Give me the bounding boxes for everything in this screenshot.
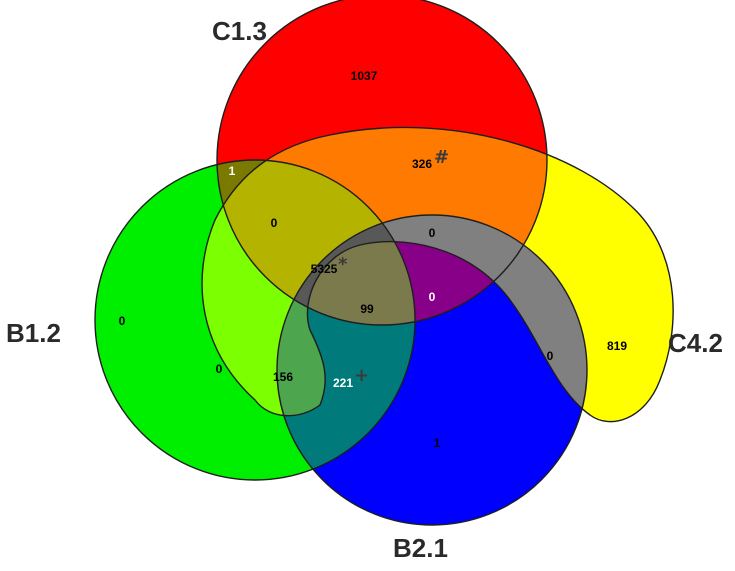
count-c13-c42: 326 bbox=[412, 157, 432, 171]
count-c42-only: 819 bbox=[607, 339, 627, 353]
count-b12-only: 0 bbox=[119, 314, 126, 328]
count-c13-b12-c42: 0 bbox=[271, 216, 278, 230]
set-c13-outline bbox=[216, 0, 548, 326]
set-label-b12: B1.2 bbox=[6, 318, 61, 348]
set-b21-outline bbox=[276, 214, 588, 526]
set-outlines bbox=[94, 0, 674, 526]
set-label-c42: C4.2 bbox=[668, 328, 723, 358]
count-c13-b12: 1 bbox=[229, 164, 236, 178]
count-all-four: 5325 bbox=[311, 262, 338, 276]
count-b12-c42: 0 bbox=[216, 362, 223, 376]
count-b12-b21: 221 bbox=[333, 376, 353, 390]
set-c42-outline bbox=[201, 126, 674, 423]
count-b12-c42-b21: 156 bbox=[273, 370, 293, 384]
set-label-b21: B2.1 bbox=[393, 533, 448, 563]
mark-plus: + bbox=[354, 365, 369, 386]
mark-asterisk: * bbox=[338, 254, 348, 275]
set-label-c13: C1.3 bbox=[212, 16, 267, 46]
count-center: 99 bbox=[360, 302, 374, 316]
count-b21-only: 1 bbox=[434, 436, 441, 450]
annotation-marks: # * + bbox=[338, 147, 449, 386]
set-b12-outline bbox=[94, 159, 416, 481]
count-c13-b21: 0 bbox=[429, 290, 436, 304]
mark-hash: # bbox=[434, 147, 449, 168]
region-counts: 1037 326 1 0 0 5325 99 0 0 0 156 221 0 8… bbox=[119, 69, 628, 450]
count-c13-only: 1037 bbox=[351, 69, 378, 83]
count-c13-c42-b21: 0 bbox=[429, 226, 436, 240]
count-c42-b21: 0 bbox=[547, 349, 554, 363]
